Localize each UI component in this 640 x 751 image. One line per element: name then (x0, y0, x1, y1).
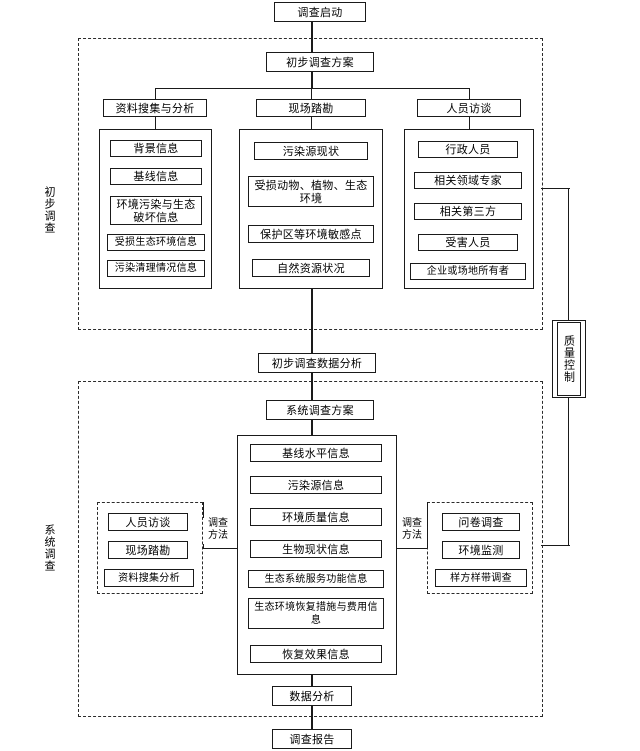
node-left-method-1: 现场踏勘 (108, 541, 188, 559)
node-left-method-2: 资料搜集分析 (104, 569, 194, 587)
node-right-method-2: 样方样带调查 (435, 569, 527, 587)
connector-left-method-to-center (203, 548, 237, 550)
node-col2-item-2: 保护区等环境敏感点 (248, 225, 374, 243)
node-col2-header: 现场踏勘 (256, 99, 366, 117)
node-col2-item-3: 自然资源状况 (252, 259, 370, 277)
phase-box-systematic (78, 381, 543, 717)
node-col3-item-4: 企业或场地所有者 (410, 263, 526, 280)
node-col1-item-4: 污染清理情况信息 (107, 260, 205, 277)
connector-qc-to-phase2-horizontal (541, 545, 570, 547)
quality-control-box: 质量控制 (557, 322, 581, 396)
node-right-method-0: 问卷调查 (442, 513, 520, 531)
connector-phase1-to-qc-horizontal (541, 188, 570, 190)
connector-system-plan-to-center (311, 420, 313, 435)
node-col1-item-1: 基线信息 (110, 168, 202, 185)
node-col1-header: 资料搜集与分析 (103, 99, 207, 117)
connector-plan-to-bus (311, 72, 313, 88)
node-col2-item-0: 污染源现状 (254, 142, 368, 160)
quality-control-label: 质量控制 (562, 335, 576, 383)
connector-center-to-data-analysis (311, 675, 313, 686)
connector-phase1-to-qc-vertical (568, 188, 570, 321)
node-col2-item-1: 受损动物、植物、生态环境 (248, 176, 374, 207)
node-system-center-item-4: 生态系统服务功能信息 (248, 570, 384, 588)
connector-bus-horizontal (155, 88, 470, 90)
node-preliminary-plan: 初步调查方案 (266, 52, 374, 72)
connector-analysis-to-system-plan (311, 373, 313, 400)
method-label-right: 调查方法 (397, 518, 427, 544)
node-report: 调查报告 (272, 729, 352, 749)
node-right-method-1: 环境监测 (442, 541, 520, 559)
node-left-method-0: 人员访谈 (108, 513, 188, 531)
connector-col1-header-to-group (155, 117, 157, 129)
node-system-center-item-3: 生物现状信息 (250, 540, 382, 558)
method-box-left (97, 502, 203, 594)
connector-bus-drop-col2 (311, 88, 313, 100)
node-system-plan: 系统调查方案 (266, 400, 374, 420)
phase-box-preliminary (78, 38, 543, 330)
node-col3-item-3: 受害人员 (418, 234, 518, 251)
connector-col3-header-to-group (469, 117, 471, 129)
node-data-analysis: 数据分析 (272, 686, 352, 706)
connector-center-to-right-method (397, 548, 427, 550)
node-system-center-item-0: 基线水平信息 (250, 444, 382, 462)
connector-col2-to-analysis (311, 289, 313, 353)
node-col3-item-0: 行政人员 (418, 141, 518, 158)
connector-col2-header-to-group (311, 117, 313, 129)
method-label-left-text: 调查方法 (208, 518, 228, 541)
method-label-right-text: 调查方法 (402, 518, 422, 541)
node-col1-item-3: 受损生态环境信息 (107, 234, 205, 251)
node-col1-item-2: 环境污染与生态破坏信息 (110, 196, 202, 225)
phase-label-systematic: 系统调查 (43, 524, 56, 572)
connector-data-analysis-to-report (311, 706, 313, 729)
node-start: 调查启动 (274, 2, 366, 22)
node-preliminary-data-analysis: 初步调查数据分析 (258, 353, 376, 373)
node-system-center-item-5: 生态环境恢复措施与费用信息 (248, 598, 384, 629)
connector-right-method-stub (427, 502, 429, 548)
phase-label-preliminary: 初步调查 (43, 186, 56, 234)
connector-qc-to-phase2-vertical (568, 398, 570, 546)
connector-bus-drop-col3 (469, 88, 471, 100)
node-system-center-item-2: 环境质量信息 (250, 508, 382, 526)
node-col3-header: 人员访谈 (417, 99, 521, 117)
node-col3-item-1: 相关领域专家 (414, 172, 522, 189)
node-col3-item-2: 相关第三方 (414, 203, 522, 220)
method-box-right (427, 502, 533, 594)
node-system-center-item-6: 恢复效果信息 (250, 645, 382, 663)
connector-start-to-plan (311, 22, 313, 52)
node-system-center-item-1: 污染源信息 (250, 476, 382, 494)
method-label-left: 调查方法 (203, 518, 233, 544)
connector-bus-drop-col1 (155, 88, 157, 100)
node-col1-item-0: 背景信息 (110, 140, 202, 157)
